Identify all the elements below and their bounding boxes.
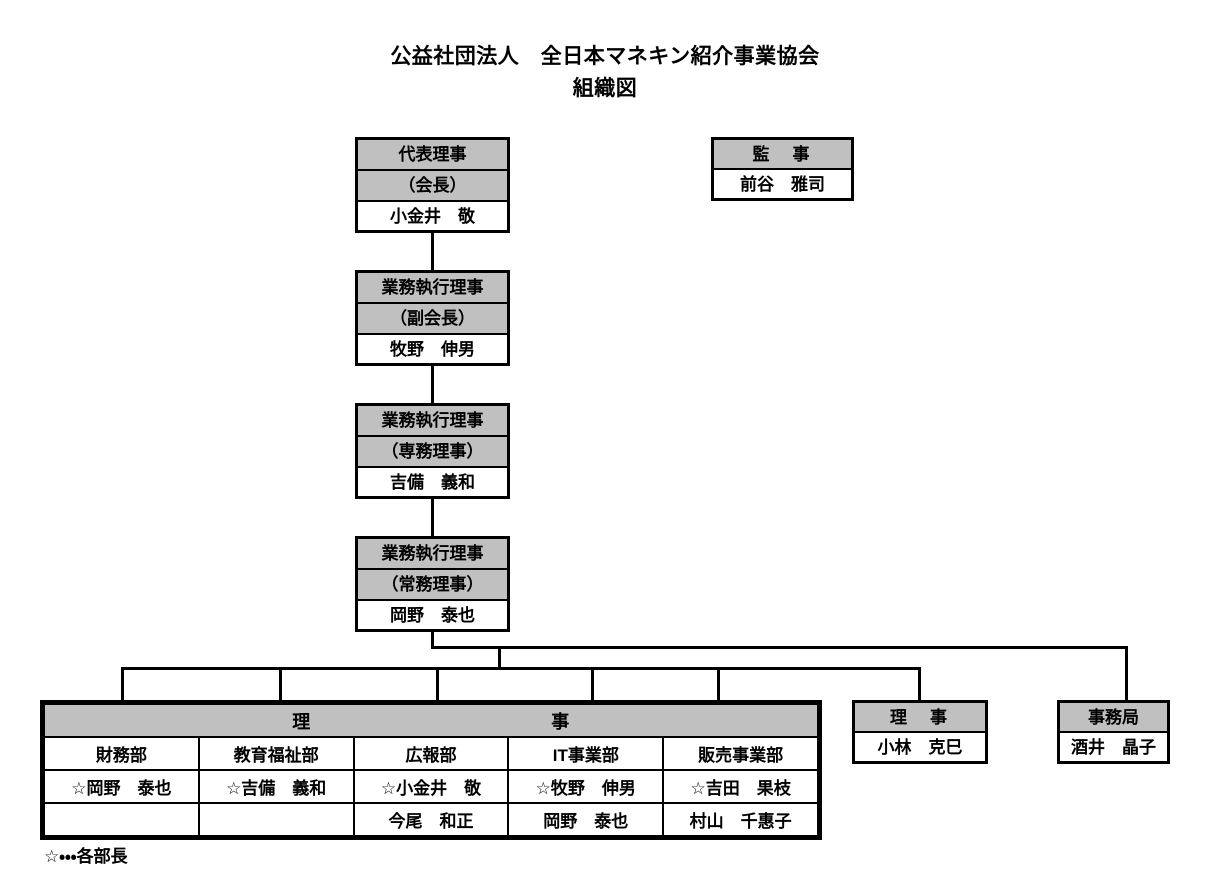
- member-cell-r0c0: ☆岡野 泰也: [43, 769, 200, 804]
- node-executive-managing-director[interactable]: 業務執行理事 （常務理事） 岡野 泰也: [355, 536, 510, 632]
- vice-president-role: （副会長）: [358, 304, 507, 335]
- member-cell-r0c2: ☆小金井 敬: [352, 769, 510, 804]
- department-header-2: 広報部: [352, 736, 510, 771]
- rep-director-name: 小金井 敬: [358, 202, 507, 230]
- director-single-name: 小林 克巳: [855, 733, 985, 761]
- connector-lower-bus: [121, 667, 921, 670]
- connector-drop-finance: [121, 667, 124, 701]
- senior-director-role: （専務理事）: [358, 437, 507, 468]
- connector-drop-sales: [717, 667, 720, 701]
- secretariat-title: 事務局: [1060, 703, 1167, 733]
- managing-director-role: （常務理事）: [358, 570, 507, 601]
- department-header-0: 財務部: [43, 736, 200, 771]
- node-executive-vice-president[interactable]: 業務執行理事 （副会長） 牧野 伸男: [355, 270, 510, 366]
- managing-director-title: 業務執行理事: [358, 539, 507, 570]
- connector-secretariat-drop: [1125, 646, 1128, 700]
- member-cell-r1c4: 村山 千惠子: [662, 802, 819, 837]
- page-title-document: 組織図: [572, 77, 638, 100]
- auditor-title: 監 事: [714, 140, 851, 170]
- vice-president-name: 牧野 伸男: [358, 335, 507, 363]
- auditor-name: 前谷 雅司: [714, 170, 851, 198]
- member-cell-r0c4: ☆吉田 果枝: [662, 769, 819, 804]
- member-cell-r0c1: ☆吉備 義和: [197, 769, 355, 804]
- page-title-organization: 公益社団法人 全日本マネキン紹介事業協会: [390, 45, 820, 68]
- node-representative-director[interactable]: 代表理事 （会長） 小金井 敬: [355, 137, 510, 233]
- board-department-row: 財務部 教育福祉部 広報部 IT事業部 販売事業部: [43, 736, 819, 771]
- connector-senior-to-managing: [431, 499, 434, 539]
- member-cell-r1c0: [43, 802, 200, 837]
- senior-director-name: 吉備 義和: [358, 468, 507, 496]
- table-row: ☆岡野 泰也 ☆吉備 義和 ☆小金井 敬 ☆牧野 伸男 ☆吉田 果枝: [43, 769, 819, 804]
- managing-director-name: 岡野 泰也: [358, 601, 507, 629]
- board-title-cell: 理 事: [43, 703, 819, 738]
- member-cell-r0c3: ☆牧野 伸男: [507, 769, 665, 804]
- rep-director-role: （会長）: [358, 171, 507, 202]
- board-of-directors-table: 理 事 財務部 教育福祉部 広報部 IT事業部 販売事業部 ☆岡野 泰也 ☆吉備…: [40, 700, 822, 840]
- table-row: 今尾 和正 岡野 泰也 村山 千惠子: [43, 802, 819, 837]
- legend-footnote: ☆・・・各部長: [44, 847, 128, 866]
- member-cell-r1c2: 今尾 和正: [352, 802, 510, 837]
- secretariat-name: 酒井 晶子: [1060, 733, 1167, 761]
- connector-managing-stem: [431, 632, 434, 649]
- connector-drop-education: [279, 667, 282, 701]
- vice-president-title: 業務執行理事: [358, 273, 507, 304]
- board-title-row: 理 事: [43, 703, 819, 738]
- node-director-single[interactable]: 理 事 小林 克巳: [852, 700, 988, 764]
- node-secretariat[interactable]: 事務局 酒井 晶子: [1057, 700, 1170, 764]
- connector-drop-pr: [436, 667, 439, 701]
- senior-director-title: 業務執行理事: [358, 406, 507, 437]
- connector-rep-to-vice: [431, 232, 434, 274]
- director-single-title: 理 事: [855, 703, 985, 733]
- node-executive-senior-director[interactable]: 業務執行理事 （専務理事） 吉備 義和: [355, 403, 510, 499]
- connector-drop-director-single: [918, 667, 921, 701]
- rep-director-title: 代表理事: [358, 140, 507, 171]
- member-cell-r1c3: 岡野 泰也: [507, 802, 665, 837]
- member-cell-r1c1: [197, 802, 355, 837]
- connector-vice-to-senior: [431, 366, 434, 406]
- department-header-1: 教育福祉部: [197, 736, 355, 771]
- connector-bus-link: [498, 646, 501, 670]
- department-header-4: 販売事業部: [662, 736, 819, 771]
- connector-upper-bus: [431, 646, 1128, 649]
- department-header-3: IT事業部: [507, 736, 665, 771]
- node-auditor[interactable]: 監 事 前谷 雅司: [711, 137, 854, 201]
- connector-drop-it: [591, 667, 594, 701]
